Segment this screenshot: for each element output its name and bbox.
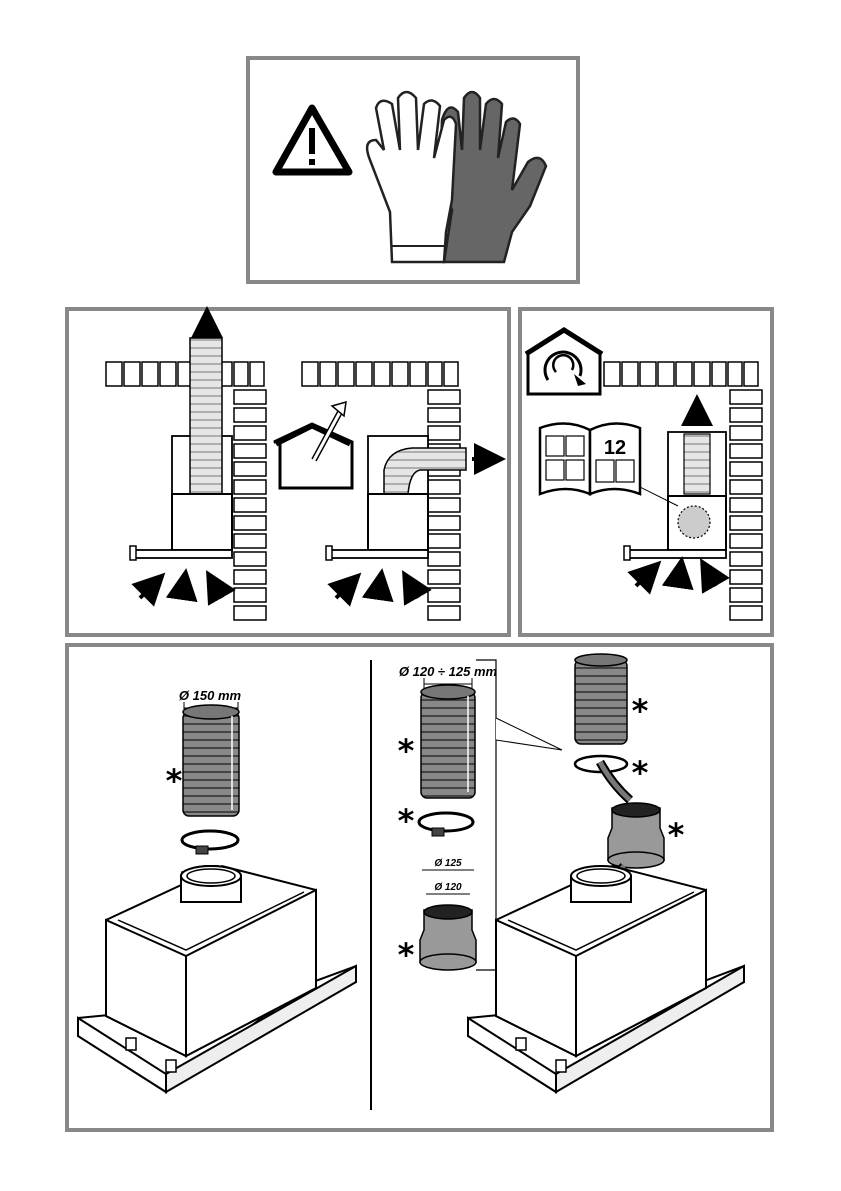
- reducer-adapter-icon: [420, 905, 476, 970]
- reducer-adapter-icon: [608, 803, 664, 868]
- vertical-duct-left: [190, 338, 222, 494]
- optional-marker: *: [166, 762, 183, 800]
- ceiling-bricks-right: [302, 362, 458, 386]
- optional-marker: *: [398, 802, 415, 840]
- duct-150-label: Ø 150 mm: [179, 688, 242, 703]
- carbon-filter-icon: [678, 506, 710, 538]
- optional-marker: *: [632, 754, 649, 792]
- optional-marker: *: [668, 816, 685, 854]
- ceiling-bricks-recirc: [604, 362, 758, 386]
- optional-marker: *: [398, 936, 415, 974]
- optional-marker: *: [398, 732, 415, 770]
- gloves-panel: [248, 58, 578, 282]
- recirculation-panel: 12: [520, 309, 772, 635]
- adapter-120-label: Ø 120: [434, 882, 462, 893]
- ducted-panel: [67, 309, 509, 635]
- duct-120-125-label: Ø 120 ÷ 125 mm: [399, 664, 498, 679]
- adapter-125-label: Ø 125: [434, 858, 462, 869]
- ceiling-bricks-left: [106, 362, 264, 386]
- installation-panel: Ø 150 mm *: [67, 645, 772, 1130]
- open-manual-icon: 12: [540, 423, 640, 494]
- manual-page-number: 12: [604, 437, 626, 459]
- optional-marker: *: [632, 692, 649, 730]
